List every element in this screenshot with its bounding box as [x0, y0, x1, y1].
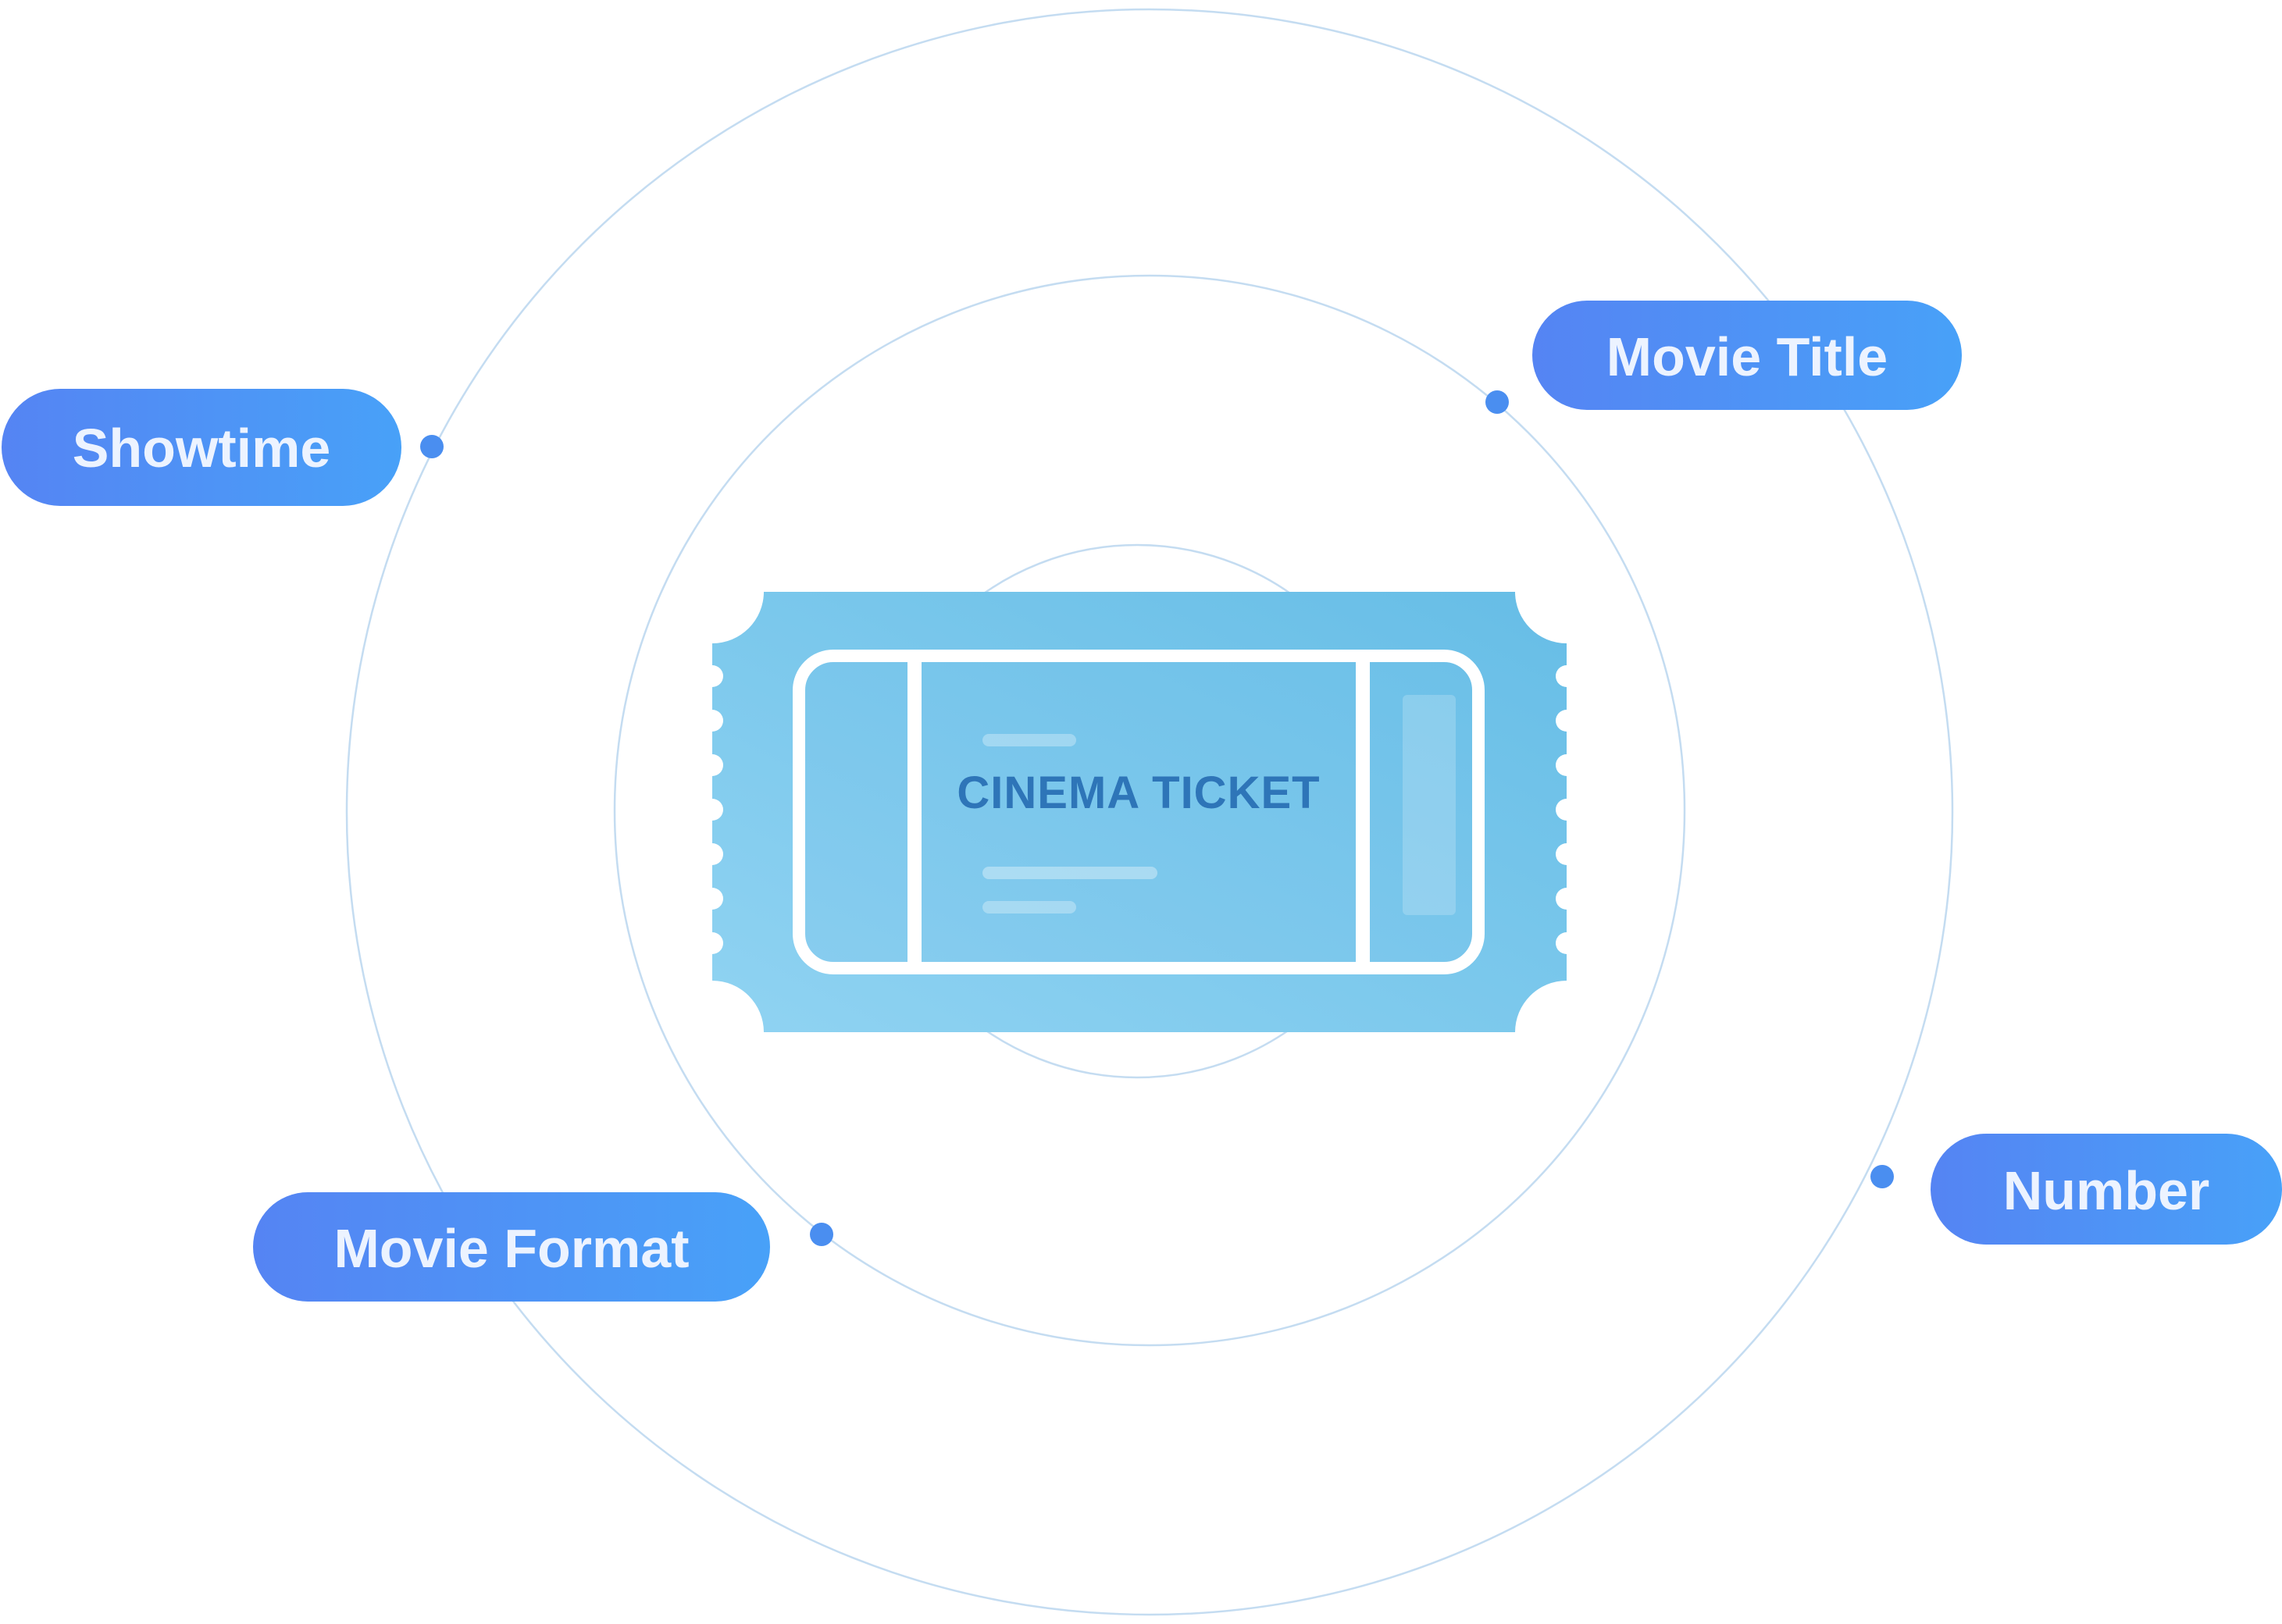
- ticket-inner-frame: [793, 650, 1485, 974]
- ticket-line-middle: [982, 867, 1157, 879]
- movie-title-label: Movie Title: [1606, 326, 1888, 387]
- ticket-stub-divider-left: [907, 653, 922, 971]
- label-showtime: Showtime: [2, 389, 401, 506]
- outer-orbit: [345, 8, 1954, 1616]
- ticket-line-top: [982, 734, 1076, 746]
- ticket-title: CINEMA TICKET: [957, 767, 1320, 818]
- movie-format-label: Movie Format: [333, 1218, 689, 1279]
- ticket-perforations-left: [701, 665, 723, 954]
- number-dot: [1870, 1165, 1894, 1188]
- label-movie-title: Movie Title: [1532, 301, 1962, 410]
- movie-title-pill: [1532, 301, 1962, 410]
- label-number: Number: [1931, 1134, 2282, 1245]
- connector-dots: [420, 390, 1894, 1246]
- ticket-line-bottom: [982, 901, 1076, 914]
- showtime-pill: [2, 389, 401, 506]
- ticket-stub-divider-right: [1356, 653, 1370, 971]
- number-label: Number: [2003, 1160, 2209, 1221]
- number-pill: [1931, 1134, 2282, 1245]
- showtime-label: Showtime: [73, 418, 331, 479]
- ticket-perforations-right: [1556, 665, 1578, 954]
- cinema-ticket-icon: CINEMA TICKET: [701, 592, 1578, 1032]
- middle-orbit: [613, 274, 1686, 1347]
- ticket-barcode-strip: [1403, 695, 1456, 915]
- movie-format-dot: [810, 1223, 833, 1246]
- label-movie-format: Movie Format: [253, 1192, 770, 1302]
- movie-title-dot: [1485, 390, 1509, 414]
- movie-format-pill: [253, 1192, 770, 1302]
- showtime-dot: [420, 435, 444, 458]
